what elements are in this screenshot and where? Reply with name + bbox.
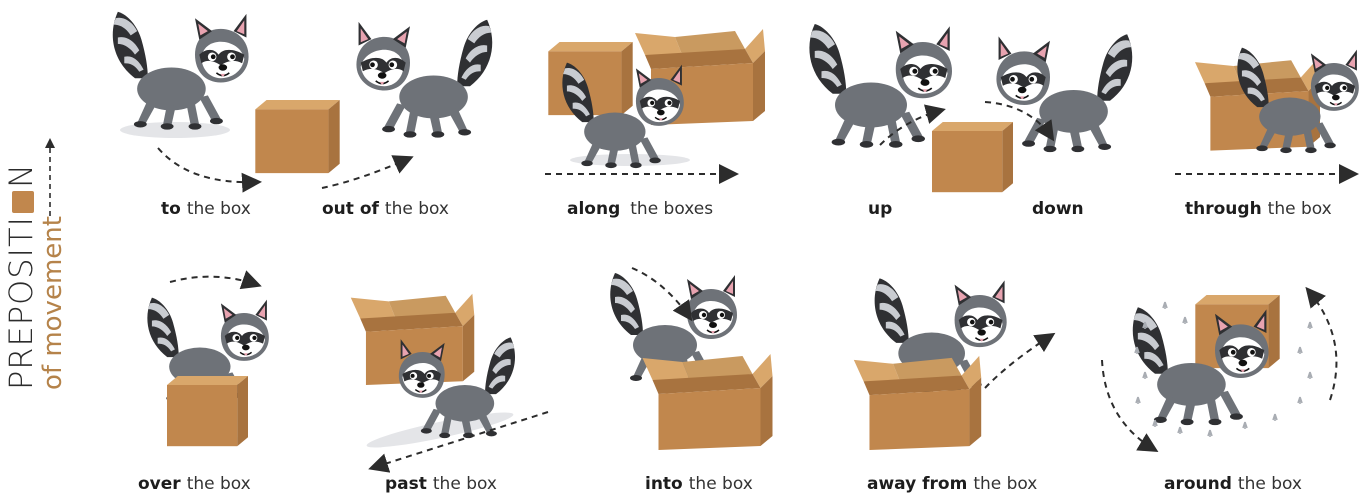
title-arrow-icon: [45, 138, 55, 216]
scene-up-down: [808, 23, 1134, 193]
caption-keyword: past: [385, 474, 427, 494]
caption-rest: the box: [186, 199, 251, 219]
caption-rest: the box: [186, 474, 251, 494]
scene-along-the-boxes: [545, 29, 765, 184]
caption-keyword: over: [138, 474, 181, 494]
caption-keyword: around: [1164, 474, 1232, 494]
caption-keyword: through: [1185, 199, 1262, 219]
caption-rest: the box: [1267, 199, 1332, 219]
caption-keyword: away from: [867, 474, 968, 494]
caption-rest: the boxes: [630, 199, 714, 219]
caption-along: along the boxes: [567, 199, 713, 219]
caption-keyword: out of: [322, 199, 379, 219]
scene-out-of-the-box: [321, 18, 494, 189]
caption-rest: the box: [384, 199, 449, 219]
caption-keyword: into: [645, 474, 683, 494]
scene-away-from-the-box: [853, 277, 1056, 450]
scene-into-the-box: [609, 267, 773, 450]
scene-around-the-box: [1101, 286, 1338, 453]
caption-keyword: down: [1032, 199, 1084, 219]
caption-keyword: to: [161, 199, 181, 219]
caption-rest: the box: [973, 474, 1038, 494]
scene-to-the-box: [111, 10, 340, 193]
caption-keyword: along: [567, 199, 621, 219]
caption-up: up: [868, 199, 892, 219]
caption-down: down: [1032, 199, 1084, 219]
caption-rest: the box: [688, 474, 753, 494]
scene-over-the-box: [146, 270, 270, 447]
caption-rest: the box: [1237, 474, 1302, 494]
side-title: PREPOSITIN of movement: [0, 0, 70, 500]
scene-through-the-box: [1175, 46, 1360, 184]
caption-rest: the box: [432, 474, 497, 494]
caption-keyword: up: [868, 199, 893, 219]
scene-past-the-box: [350, 293, 549, 473]
